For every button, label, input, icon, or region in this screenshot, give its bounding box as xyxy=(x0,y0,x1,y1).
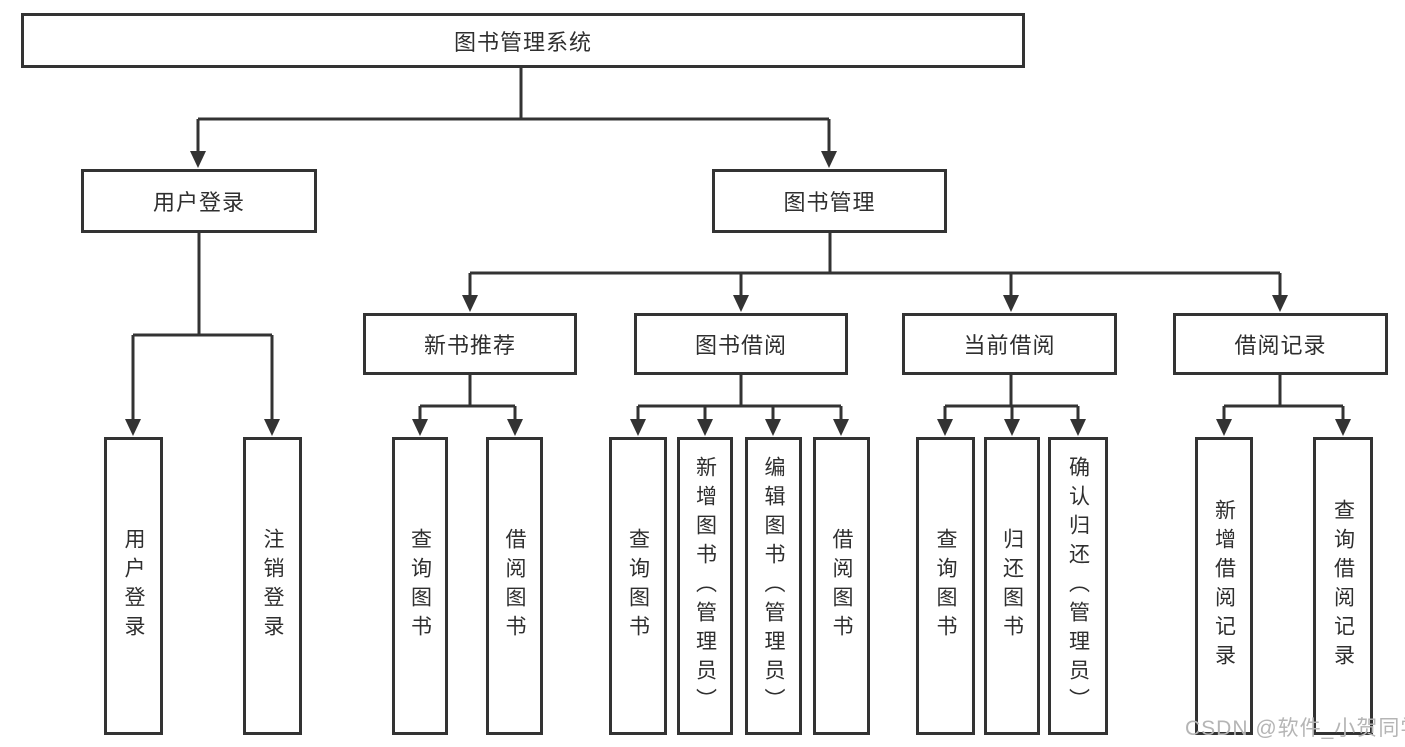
leaf-query-borrow-record: 查询借阅记录 xyxy=(1313,437,1373,735)
leaf-return-books: 归还图书 xyxy=(984,437,1040,735)
leaf-newbook-query-books: 查询图书 xyxy=(392,437,448,735)
leaf-newbook-borrow-books: 借阅图书 xyxy=(486,437,543,735)
arrowhead-icons xyxy=(125,151,1351,436)
node-user-login-branch-label: 用户登录 xyxy=(152,190,245,215)
leaf-logout: 注销登录 xyxy=(243,437,302,735)
node-user-login-branch: 用户登录 xyxy=(81,169,317,233)
leaf-newbook-borrow-books-label: 借阅图书 xyxy=(503,528,526,644)
node-library-system: 图书管理系统 xyxy=(21,13,1025,68)
leaf-current-query-books: 查询图书 xyxy=(916,437,975,735)
leaf-current-query-books-label: 查询图书 xyxy=(934,528,957,644)
leaf-newbook-query-books-label: 查询图书 xyxy=(408,528,432,644)
node-book-borrowing-label: 图书借阅 xyxy=(694,333,787,358)
node-book-management: 图书管理 xyxy=(712,169,947,233)
node-borrowing-records-label: 借阅记录 xyxy=(1234,333,1327,358)
leaf-borrowing-borrow-books-label: 借阅图书 xyxy=(830,528,853,644)
node-book-borrowing: 图书借阅 xyxy=(634,313,848,375)
leaf-confirm-return-admin-label: 确认归还（管理员） xyxy=(1066,455,1090,717)
leaf-borrowing-borrow-books: 借阅图书 xyxy=(813,437,870,735)
leaf-add-borrow-record-label: 新增借阅记录 xyxy=(1212,499,1236,673)
leaf-borrowing-query-books: 查询图书 xyxy=(609,437,667,735)
connector-paths xyxy=(131,68,1345,421)
leaf-add-books-admin: 新增图书（管理员） xyxy=(677,437,733,735)
leaf-user-login-label: 用户登录 xyxy=(122,528,145,644)
node-borrowing-records: 借阅记录 xyxy=(1173,313,1388,375)
node-new-book-recommend: 新书推荐 xyxy=(363,313,577,375)
node-library-system-label: 图书管理系统 xyxy=(453,29,592,55)
leaf-borrowing-query-books-label: 查询图书 xyxy=(626,528,650,644)
leaf-user-login: 用户登录 xyxy=(104,437,163,735)
leaf-confirm-return-admin: 确认归还（管理员） xyxy=(1048,437,1108,735)
leaf-return-books-label: 归还图书 xyxy=(1000,528,1024,644)
leaf-edit-books-admin: 编辑图书（管理员） xyxy=(745,437,802,735)
leaf-add-books-admin-label: 新增图书（管理员） xyxy=(693,455,717,717)
csdn-watermark: CSDN @软件_小贺同学 xyxy=(1185,717,1405,740)
node-current-borrowing-label: 当前借阅 xyxy=(963,333,1056,358)
node-book-management-label: 图书管理 xyxy=(783,190,876,215)
node-new-book-recommend-label: 新书推荐 xyxy=(423,333,516,358)
leaf-query-borrow-record-label: 查询借阅记录 xyxy=(1331,499,1355,673)
leaf-logout-label: 注销登录 xyxy=(261,528,284,644)
node-current-borrowing: 当前借阅 xyxy=(902,313,1117,375)
leaf-add-borrow-record: 新增借阅记录 xyxy=(1195,437,1253,735)
leaf-edit-books-admin-label: 编辑图书（管理员） xyxy=(762,455,785,717)
